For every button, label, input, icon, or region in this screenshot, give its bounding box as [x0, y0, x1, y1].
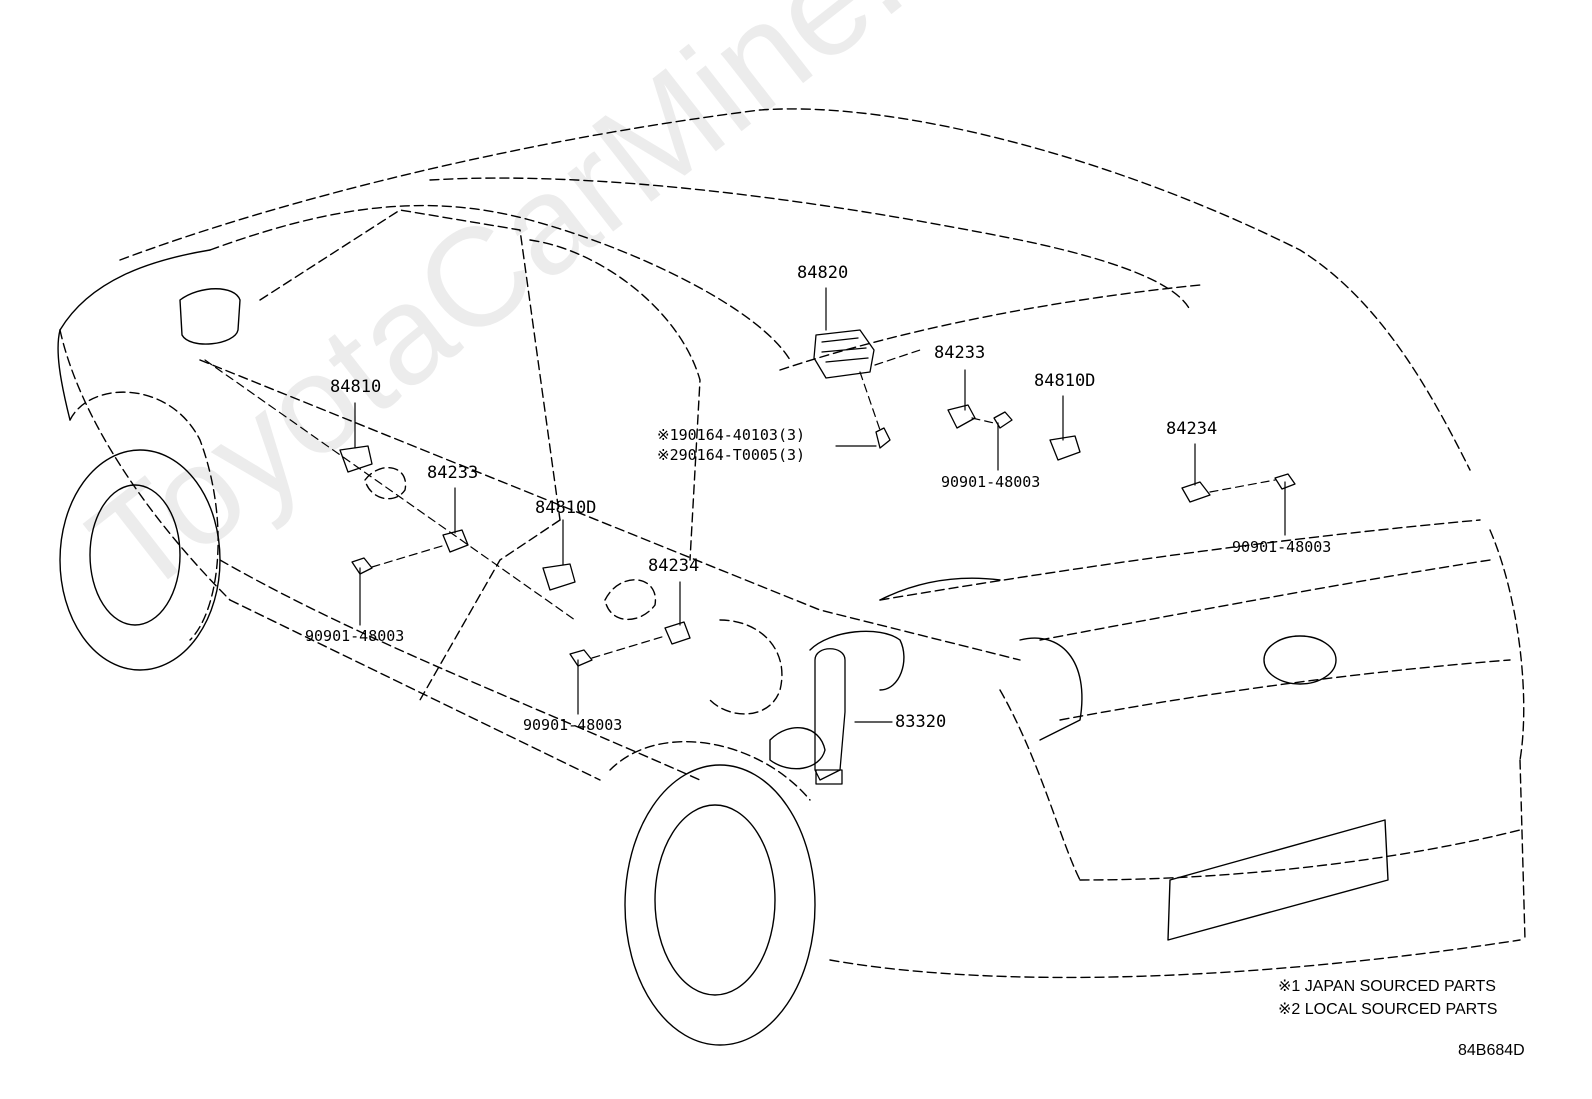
- note-local-sourced: ※2 LOCAL SOURCED PARTS: [1278, 1001, 1498, 1018]
- part-label-bolt-left-1[interactable]: 90901-48003: [305, 627, 405, 645]
- part-label-bolt-left-2[interactable]: 90901-48003: [523, 716, 623, 734]
- part-label-84820[interactable]: 84820: [797, 263, 849, 283]
- bolt-icon-left-2: [569, 649, 593, 667]
- bolt-icon-right-2: [1274, 473, 1296, 490]
- part-label-84233-left[interactable]: 84233: [427, 463, 479, 483]
- part-label-84233-right[interactable]: 84233: [934, 343, 986, 363]
- bolt-icon-left-1: [351, 557, 373, 575]
- window-switch-icon-rear-left: [542, 563, 576, 591]
- part-label-bolt-right-2[interactable]: 90901-48003: [1232, 538, 1332, 556]
- part-label-84810d-left[interactable]: 84810D: [535, 498, 597, 518]
- part-label-clip-japan[interactable]: ※190164-40103(3): [657, 426, 806, 444]
- drawing-code: 84B684D: [1458, 1042, 1525, 1059]
- clip-icon: [875, 427, 891, 449]
- part-label-83320[interactable]: 83320: [895, 712, 947, 732]
- part-label-clip-local[interactable]: ※290164-T0005(3): [657, 446, 806, 464]
- dash-connectors: [204, 349, 1276, 659]
- fuel-sender-gauge-icon: [814, 648, 846, 781]
- car-solid-features: [57, 249, 1389, 1046]
- window-switch-icon-right: [1049, 435, 1081, 461]
- part-label-84810d-right[interactable]: 84810D: [1034, 371, 1096, 391]
- door-switch-icon-right: [947, 404, 976, 429]
- note-japan-sourced: ※1 JAPAN SOURCED PARTS: [1278, 978, 1496, 995]
- door-switch-icon-rear-right: [1181, 481, 1211, 503]
- door-switch-icon-left: [442, 529, 469, 553]
- leader-lines: [354, 287, 1286, 723]
- door-switch-icon-rear-left: [664, 621, 691, 645]
- bolt-icon-right-1: [993, 411, 1013, 429]
- window-master-switch-icon: [813, 329, 875, 379]
- part-icons: [339, 329, 1296, 785]
- part-label-84234-left[interactable]: 84234: [648, 556, 700, 576]
- part-label-bolt-right-1[interactable]: 90901-48003: [941, 473, 1041, 491]
- part-label-84234-right[interactable]: 84234: [1166, 419, 1218, 439]
- window-switch-icon-left: [339, 445, 373, 473]
- part-label-84810-left[interactable]: 84810: [330, 377, 382, 397]
- car-body-outline: [59, 108, 1526, 979]
